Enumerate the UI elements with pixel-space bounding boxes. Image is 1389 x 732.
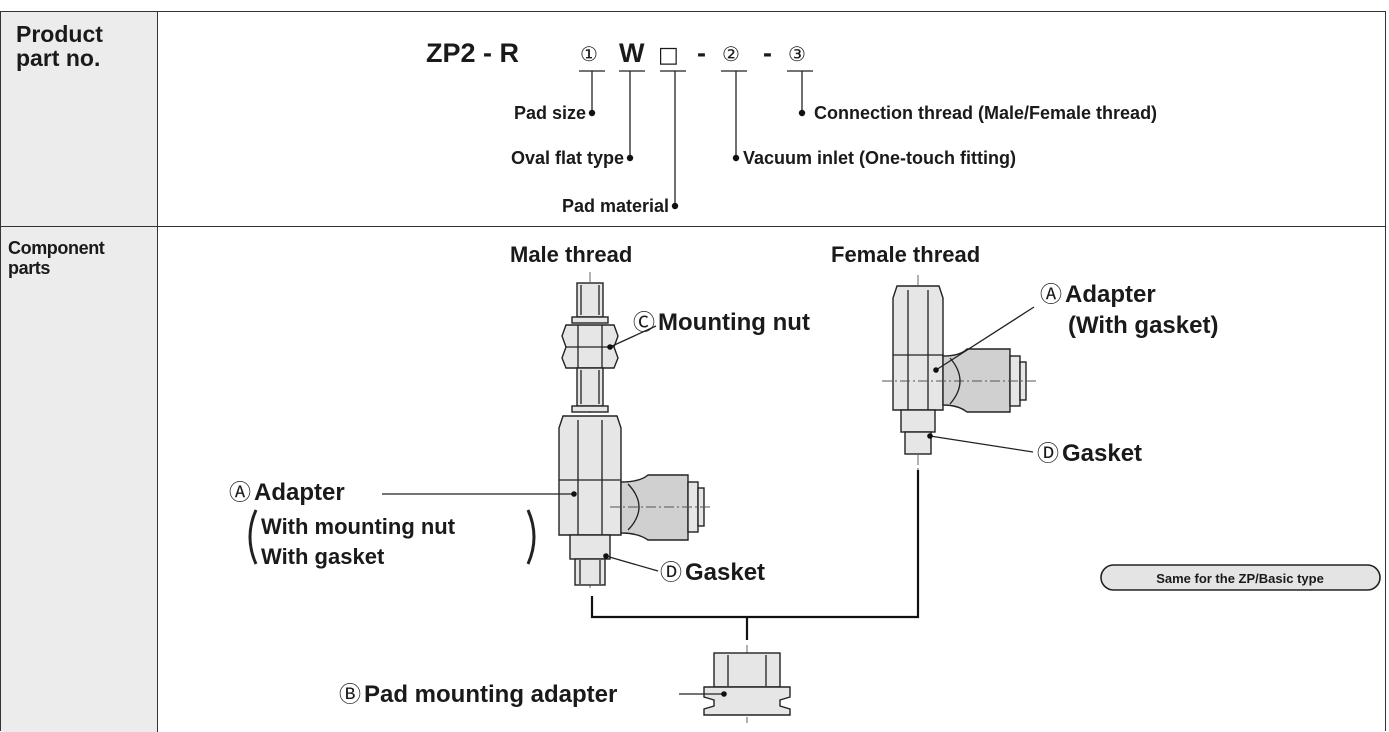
row-label-component-parts: Component parts (8, 238, 105, 278)
part-number-prefix: ZP2 - R (426, 38, 519, 68)
same-type-badge-text: Same for the ZP/Basic type (1156, 571, 1324, 586)
part-number-dash-1: - (697, 38, 706, 68)
row-component-parts: Component parts (1, 227, 1385, 732)
female-callout-leaders (927, 306, 1035, 453)
assembly-connector-lines (590, 470, 920, 640)
row-label-product-part-no: Product part no. (16, 21, 103, 71)
callout-vacuum-inlet: Vacuum inlet (One-touch fitting) (743, 148, 1016, 168)
part-number-field-2: ② (722, 42, 740, 66)
female-thread-title: Female thread (831, 242, 980, 267)
mark-b: Ⓑ (339, 683, 361, 708)
callout-pad-size: Pad size (514, 103, 586, 123)
mark-a-female: Ⓐ (1040, 283, 1062, 308)
spec-table: Product part no. Component parts (0, 11, 1386, 732)
part-number-field-3: ③ (788, 42, 806, 66)
mounting-nut-label: Mounting nut (658, 309, 810, 336)
with-gasket-label-female: (With gasket) (1068, 312, 1218, 339)
male-callout-leaders (382, 325, 727, 697)
part-number-code: ZP2 - R ① W □ - ② - ③ (426, 38, 806, 68)
row-product-part-no: Product part no. (1, 12, 1385, 227)
mark-a-male: Ⓐ (229, 481, 251, 506)
callout-connection-thread: Connection thread (Male/Female thread) (814, 103, 1157, 123)
mark-d-male: Ⓓ (660, 561, 682, 586)
mark-d-female: Ⓓ (1037, 442, 1059, 467)
part-number-box: □ (658, 43, 679, 68)
callout-pad-material: Pad material (562, 196, 669, 216)
part-number-w: W (619, 38, 645, 68)
male-thread-title: Male thread (510, 242, 632, 267)
part-number-field-1: ① (580, 42, 598, 66)
same-type-badge: Same for the ZP/Basic type (1100, 564, 1381, 591)
callout-oval-flat-type: Oval flat type (511, 148, 624, 168)
gasket-label-male: Gasket (685, 559, 765, 586)
adapter-label-female: Adapter (1065, 281, 1156, 308)
male-thread-drawing (558, 272, 710, 590)
part-number-leaders (579, 70, 813, 210)
part-number-dash-2: - (763, 38, 772, 68)
mark-c-male: Ⓒ (633, 311, 655, 336)
female-thread-drawing (882, 275, 1036, 470)
with-mounting-nut-label: With mounting nut (261, 514, 456, 539)
pad-mounting-adapter-label: Pad mounting adapter (364, 681, 617, 708)
adapter-label-male: Adapter (254, 479, 345, 506)
with-gasket-label-male: With gasket (261, 544, 385, 569)
label-cell-product: Product part no. (1, 12, 158, 226)
gasket-label-female: Gasket (1062, 440, 1142, 467)
pad-mounting-adapter-drawing (703, 645, 791, 723)
label-cell-component: Component parts (1, 227, 158, 732)
